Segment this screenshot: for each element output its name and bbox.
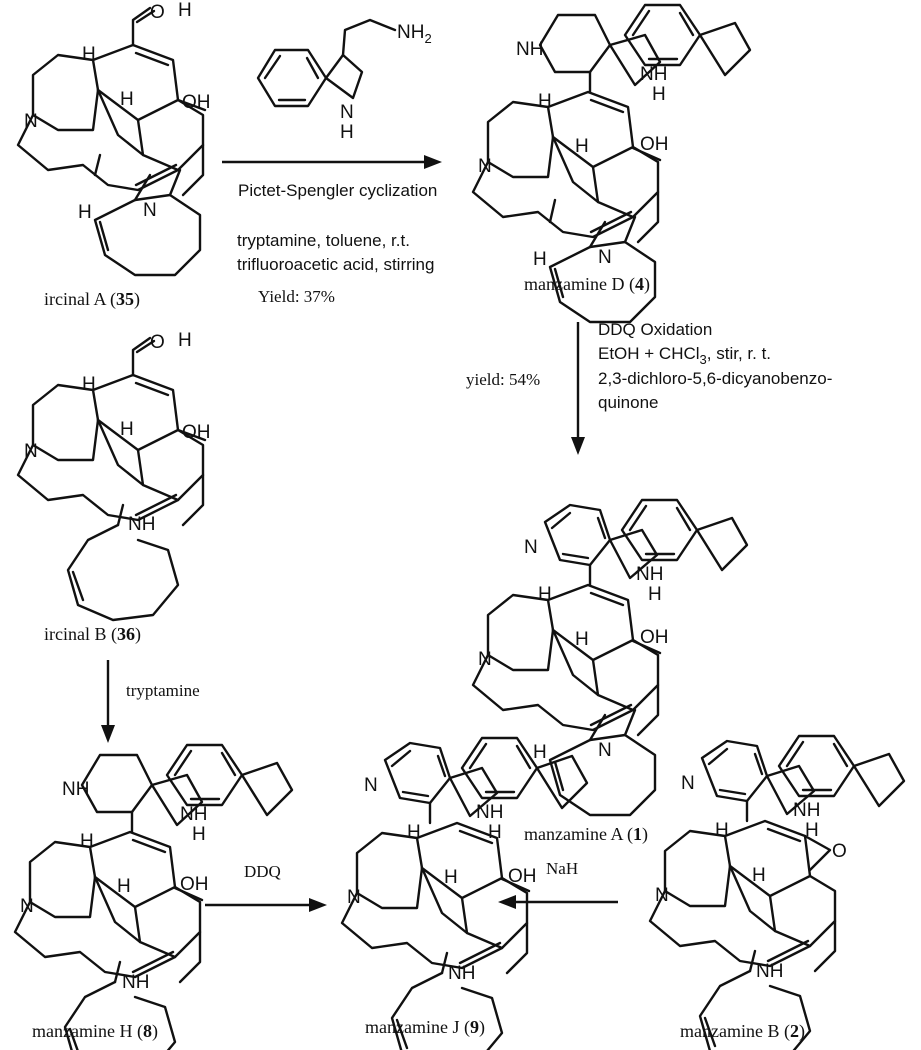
pictet-spengler-yield: Yield: 37%: [258, 287, 335, 306]
ircinal-a-aldehyde-o: O: [150, 2, 165, 23]
manzamine-d-nh1-n: NH: [516, 39, 543, 60]
manzamine-a-oh: OH: [640, 627, 669, 648]
tryptamine-step-label: tryptamine: [126, 681, 200, 700]
manzamine-b-h1: H: [715, 820, 729, 841]
ddq-oxidation-yield: yield: 54%: [466, 370, 540, 389]
manzamine-b-nh2: NH: [756, 961, 783, 982]
manzamine-h-oh: OH: [180, 874, 209, 895]
manzamine-d-h1: H: [538, 91, 552, 112]
ircinal-b-oh: OH: [182, 422, 211, 443]
manzamine-d-n1: N: [478, 156, 492, 177]
ircinal-a-oh: OH: [182, 92, 211, 113]
manzamine-a-h2: H: [575, 629, 589, 650]
manzamine-a-n1: N: [478, 649, 492, 670]
manzamine-j-h1: H: [407, 822, 421, 843]
manzamine-j-structure: N NH H OH N NH H H: [340, 736, 589, 1050]
manzamine-h-indole-n: NH: [180, 804, 207, 825]
pictet-spengler-title: Pictet-Spengler cyclization: [238, 181, 437, 200]
manzamine-a-structure: N NH H OH N N H H H: [471, 498, 749, 817]
nah-step-label: NaH: [546, 859, 578, 878]
manzamine-h-nh1: NH: [62, 779, 89, 800]
manzamine-a-h1: H: [538, 584, 552, 605]
ircinal-b-label: ircinal B (36): [44, 624, 141, 645]
manzamine-d-oh: OH: [640, 134, 669, 155]
manzamine-h-nh2: NH: [122, 972, 149, 993]
manzamine-a-indole-n: NH: [636, 564, 663, 585]
manzamine-j-nh2: NH: [448, 963, 475, 984]
manzamine-b-structure: N NH H O N NH H H: [648, 734, 906, 1050]
manzamine-j-indole-h: H: [488, 822, 502, 843]
manzamine-a-indole-h: H: [648, 584, 662, 605]
ddq-step-arrow: [205, 898, 327, 912]
manzamine-a-pyridine-n: N: [524, 537, 538, 558]
manzamine-a-label: manzamine A (1): [524, 824, 648, 845]
manzamine-d-n2: N: [598, 247, 612, 268]
pictet-spengler-arrow: [222, 155, 442, 169]
ddq-oxidation-conditions-2: 2,3-dichloro-5,6-dicyanobenzo-: [598, 369, 832, 388]
ddq-oxidation-arrow: [571, 322, 585, 455]
manzamine-h-label: manzamine H (8): [32, 1021, 158, 1042]
ircinal-a-h2: H: [120, 89, 134, 110]
ircinal-b-n1: N: [24, 441, 38, 462]
manzamine-b-indole-n: NH: [793, 800, 820, 821]
manzamine-b-label: manzamine B (2): [680, 1021, 805, 1042]
manzamine-a-n2: N: [598, 740, 612, 761]
manzamine-b-n1: N: [655, 885, 669, 906]
manzamine-j-pyridine-n: N: [364, 775, 378, 796]
manzamine-d-label: manzamine D (4): [524, 274, 650, 295]
manzamine-j-n1: N: [347, 887, 361, 908]
manzamine-j-label: manzamine J (9): [365, 1017, 485, 1038]
ddq-oxidation-title: DDQ Oxidation: [598, 320, 712, 339]
manzamine-b-epoxide-o: O: [832, 841, 847, 862]
manzamine-j-h2: H: [444, 867, 458, 888]
manzamine-j-indole-n: NH: [476, 802, 503, 823]
manzamine-d-h2: H: [575, 136, 589, 157]
manzamine-h-structure: NH NH H OH N NH H H: [13, 743, 294, 1050]
tryptamine-step-arrow: [101, 660, 115, 743]
manzamine-a-h3: H: [533, 742, 547, 763]
ircinal-b-h2: H: [120, 419, 134, 440]
ircinal-a-n1: N: [24, 111, 38, 132]
ircinal-b-aldehyde-h: H: [178, 330, 192, 351]
ircinal-b-nh: NH: [128, 514, 155, 535]
manzamine-b-indole-h: H: [805, 820, 819, 841]
ircinal-b-h1: H: [82, 374, 96, 395]
ircinal-b-structure: O H OH N NH H H: [16, 330, 211, 622]
ircinal-a-structure: O H OH N N H H H: [16, 0, 211, 277]
tryptamine-indole-h: H: [340, 122, 354, 143]
pictet-spengler-conditions-1: tryptamine, toluene, r.t.: [237, 231, 410, 250]
manzamine-j-oh: OH: [508, 866, 537, 887]
manzamine-d-structure: NH NH H OH N N H H H: [471, 3, 752, 324]
tryptamine-nh2: NH2: [397, 22, 432, 46]
manzamine-b-h2: H: [752, 865, 766, 886]
manzamine-h-h2: H: [117, 876, 131, 897]
manzamine-d-h3: H: [533, 249, 547, 270]
manzamine-b-pyridine-n: N: [681, 773, 695, 794]
ddq-step-label: DDQ: [244, 862, 281, 881]
ircinal-b-aldehyde-o: O: [150, 332, 165, 353]
manzamine-h-h1: H: [80, 831, 94, 852]
manzamine-d-indole-h: H: [652, 84, 666, 105]
pictet-spengler-conditions-2: trifluoroacetic acid, stirring: [237, 255, 434, 274]
ircinal-a-h1: H: [82, 44, 96, 65]
tryptamine-structure: NH2 N H: [256, 18, 432, 143]
ircinal-a-h3: H: [78, 202, 92, 223]
manzamine-h-n1: N: [20, 896, 34, 917]
manzamine-d-indole-n: NH: [640, 64, 667, 85]
manzamine-h-indole-h: H: [192, 824, 206, 845]
tryptamine-indole-n: N: [340, 102, 354, 123]
ddq-oxidation-conditions-1: EtOH + CHCl3, stir, r. t.: [598, 344, 771, 367]
ddq-oxidation-conditions-3: quinone: [598, 393, 659, 412]
nah-step-arrow: [498, 895, 618, 909]
ircinal-a-n2: N: [143, 200, 157, 221]
ircinal-a-label: ircinal A (35): [44, 289, 140, 310]
ircinal-a-aldehyde-h: H: [178, 0, 192, 21]
